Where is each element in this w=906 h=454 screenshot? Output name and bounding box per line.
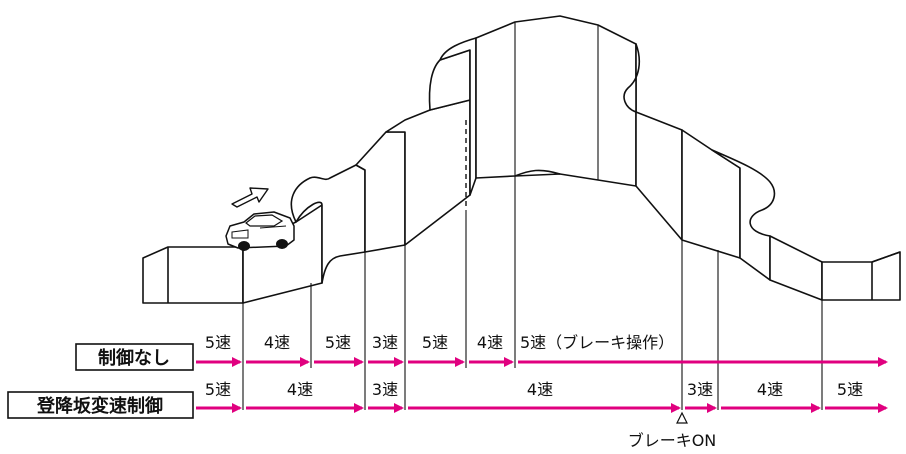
segment-dividers xyxy=(242,176,823,410)
brake-label: ブレーキON xyxy=(628,431,717,450)
brake-marker: ブレーキON xyxy=(628,411,717,450)
segment-label: 3速 xyxy=(687,380,713,399)
segment-label: 5速（ブレーキ操作） xyxy=(520,333,674,352)
row-label: 登降坂変速制御 xyxy=(36,395,163,417)
segment-label: 4速 xyxy=(477,333,503,352)
segment-label: 5速 xyxy=(205,380,231,399)
segment-label: 4速 xyxy=(527,380,553,399)
road-illustration xyxy=(142,15,901,304)
segment-label: 5速 xyxy=(205,333,231,352)
triangle-icon xyxy=(676,411,688,424)
segment-label: 5速 xyxy=(422,333,448,352)
row-label-box xyxy=(7,391,194,419)
segment-label: 3速 xyxy=(372,333,398,352)
row-no-control: 制御なし 5速 4速 5速 3速 5速 4速 5速（ブレーキ操作） xyxy=(75,333,888,371)
row-label: 制御なし xyxy=(98,347,170,369)
car-icon xyxy=(225,211,295,251)
direction-arrow-icon xyxy=(231,187,269,208)
segment-label: 4速 xyxy=(264,333,290,352)
segment-label: 4速 xyxy=(757,380,783,399)
row-label-box xyxy=(75,343,194,371)
row-slope-control: 登降坂変速制御 5速 4速 3速 4速 3速 4速 5速 xyxy=(7,380,888,419)
segment-label: 5速 xyxy=(837,380,863,399)
segment-label: 3速 xyxy=(372,380,398,399)
segment-label: 4速 xyxy=(287,380,313,399)
segment-label: 5速 xyxy=(325,333,351,352)
